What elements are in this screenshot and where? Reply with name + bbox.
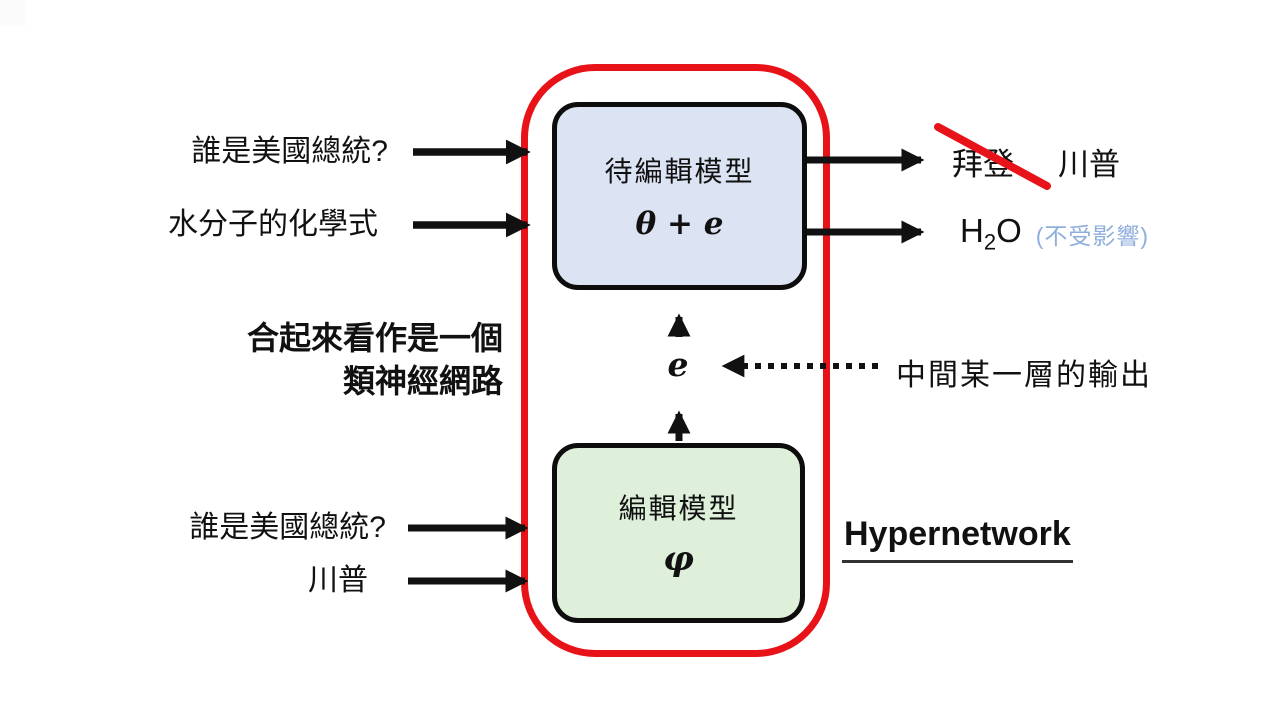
edited-model-title: 待編輯模型 bbox=[604, 156, 755, 187]
h2o-o: O bbox=[996, 212, 1022, 249]
h2o-sub: 2 bbox=[983, 229, 997, 255]
h2o-h: H bbox=[960, 212, 984, 249]
editor-model-title: 編輯模型 bbox=[618, 493, 739, 524]
combined-note-line1: 合起來看作是一個 bbox=[246, 320, 503, 356]
edited-model-formula: θ + e bbox=[635, 206, 724, 242]
red-group-outline bbox=[521, 64, 830, 657]
edit-vector-symbol: e bbox=[667, 345, 689, 384]
edited-model-box: 待編輯模型 θ + e bbox=[552, 102, 807, 290]
editor-model-box: 編輯模型 φ bbox=[552, 443, 805, 623]
output-water-formula: H2O (不受影響) bbox=[960, 212, 1149, 256]
input-question-top: 誰是美國總統? bbox=[191, 135, 388, 168]
input-trump: 川普 bbox=[308, 564, 368, 597]
unaffected-note: (不受影響) bbox=[1035, 223, 1150, 249]
background-artifact bbox=[0, 0, 26, 26]
output-crossed-answer: 拜登 bbox=[952, 147, 1014, 182]
combined-note: 合起來看作是一個 類神經網路 bbox=[150, 317, 503, 403]
combined-note-line2: 類神經網路 bbox=[342, 363, 503, 399]
editor-model-formula: φ bbox=[663, 539, 694, 579]
input-question-bottom: 誰是美國總統? bbox=[189, 511, 386, 544]
output-new-answer: 川普 bbox=[1058, 147, 1120, 182]
hypernetwork-label: Hypernetwork bbox=[842, 515, 1073, 563]
input-water-formula: 水分子的化學式 bbox=[168, 208, 378, 241]
mid-layer-output-label: 中間某一層的輸出 bbox=[896, 359, 1152, 392]
